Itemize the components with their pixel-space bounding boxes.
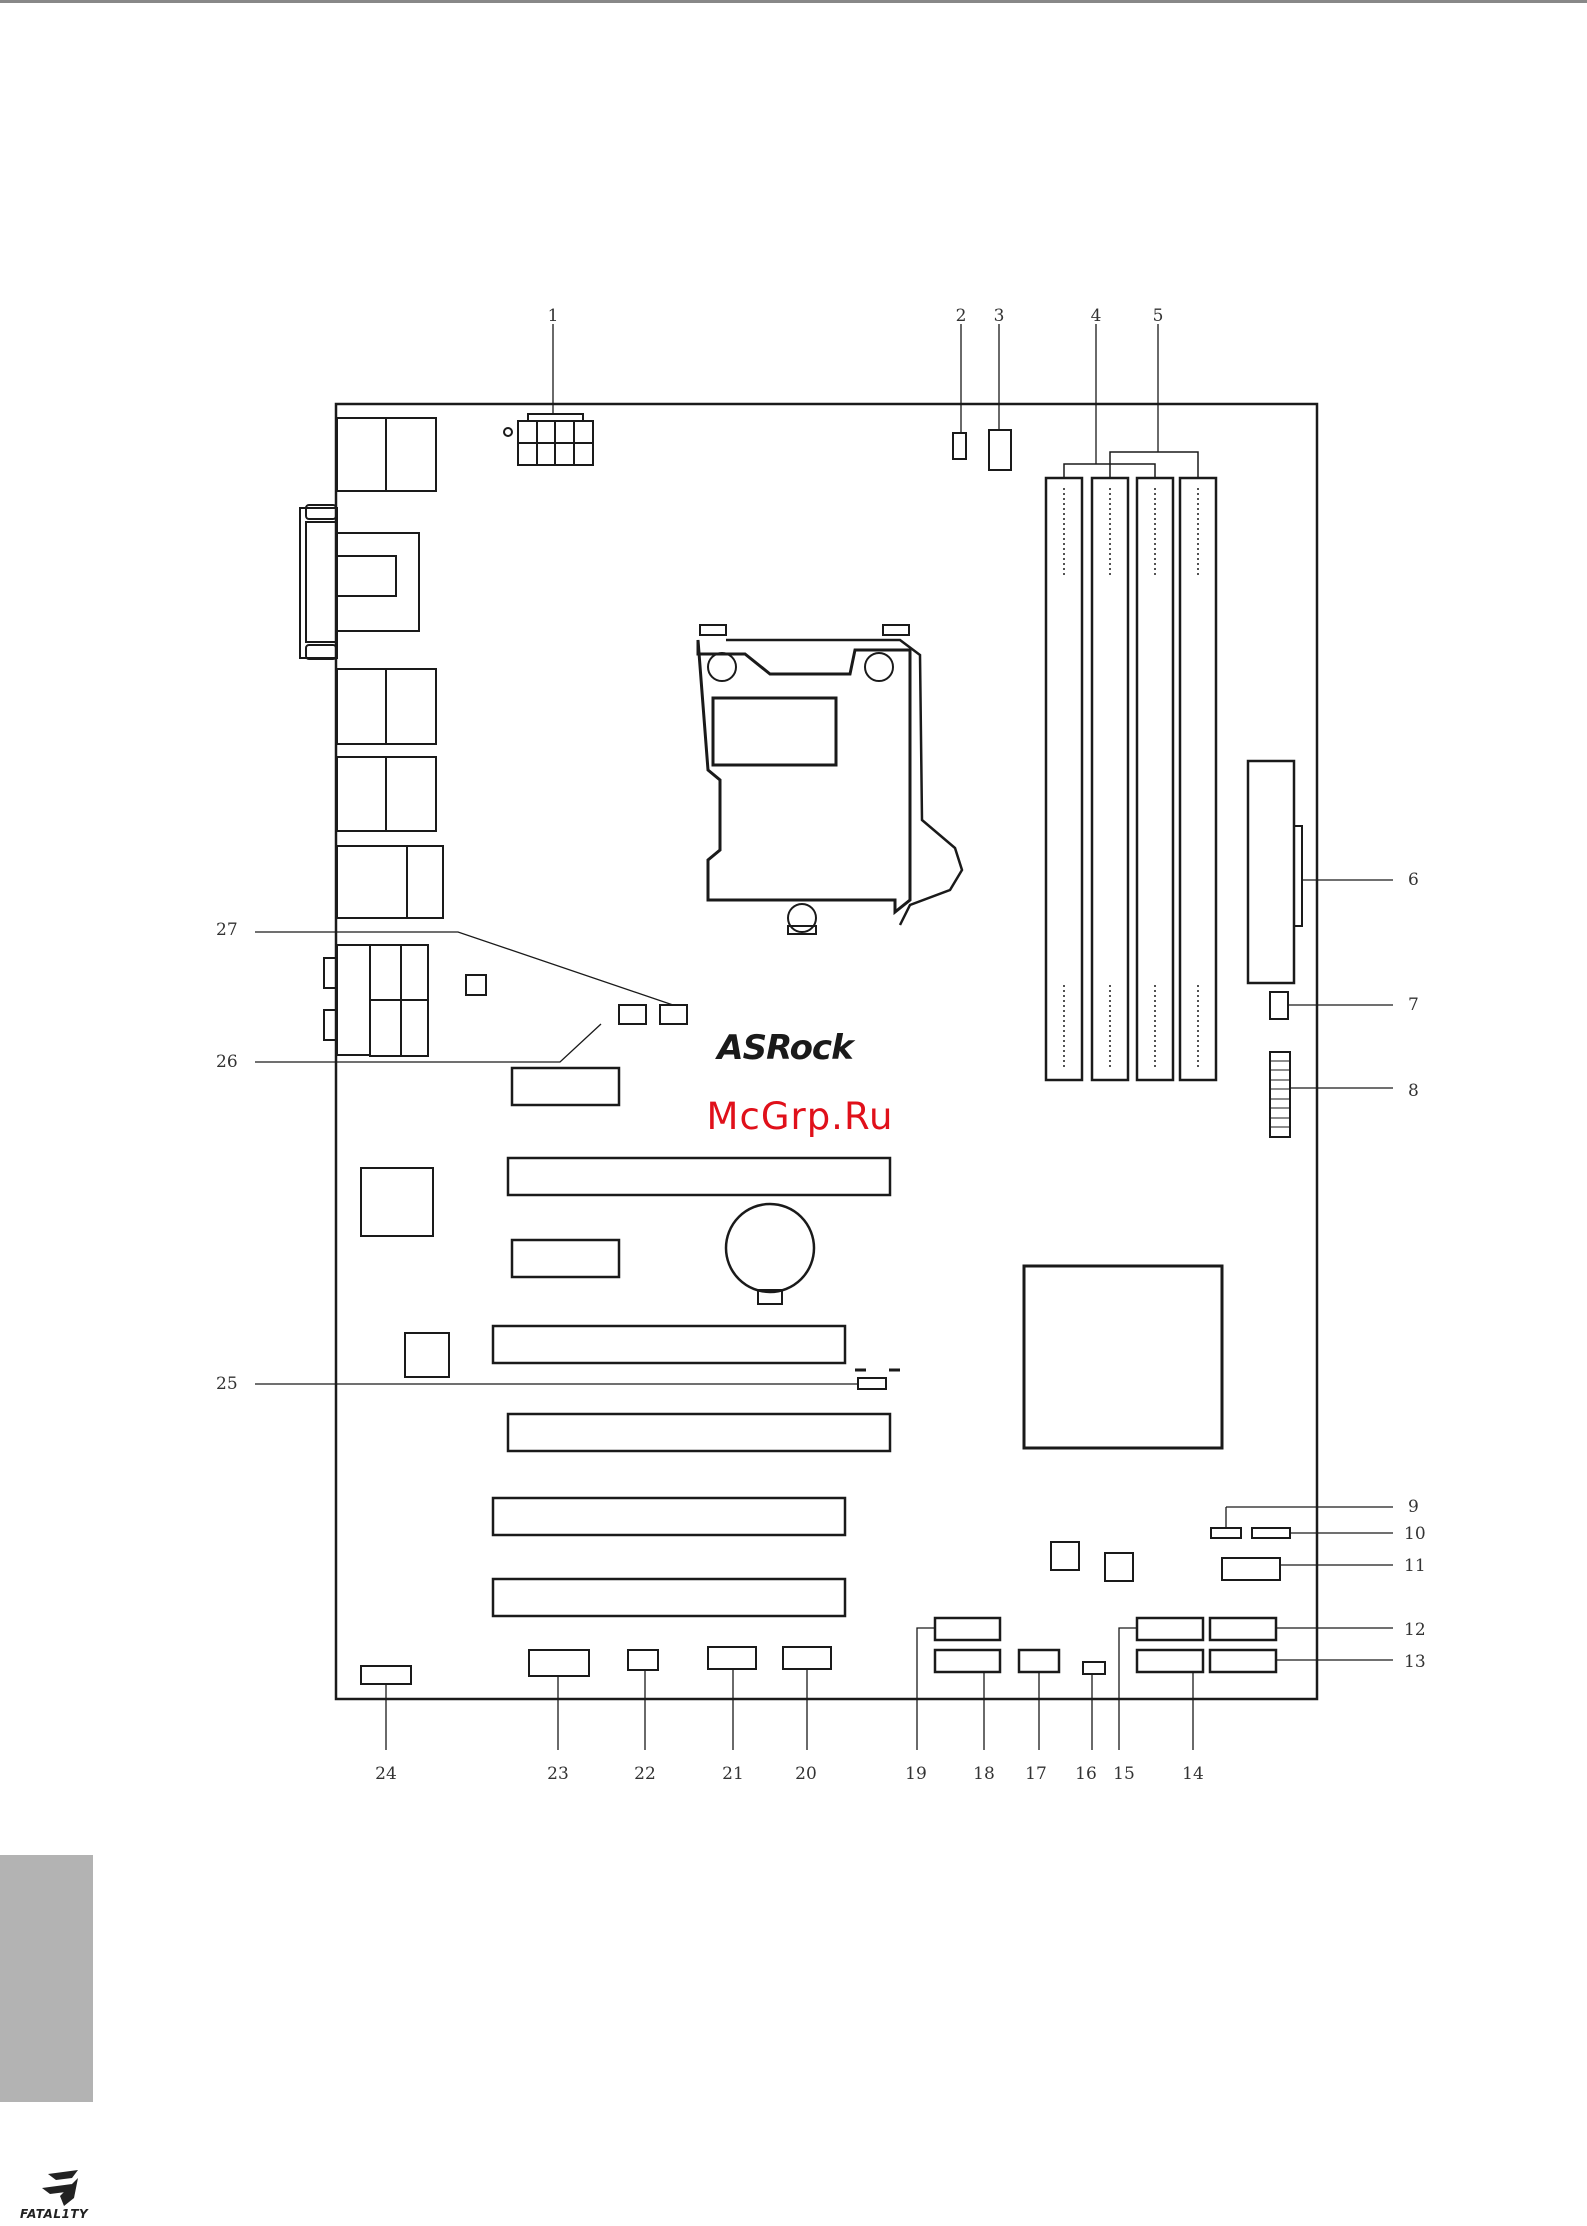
fan-header-17 [1019, 1650, 1059, 1672]
callout-17: 17 [1016, 1764, 1056, 1784]
header-22 [628, 1650, 658, 1670]
atx-12v-connector [504, 414, 593, 465]
callout-4: 4 [1076, 306, 1116, 326]
header-24 [361, 1666, 411, 1684]
clear-cmos-jumper [858, 1378, 886, 1389]
callout-13: 13 [1404, 1652, 1426, 1672]
callout-26: 26 [216, 1052, 238, 1072]
callout-10: 10 [1404, 1524, 1426, 1544]
callout-9: 9 [1408, 1497, 1419, 1517]
callout-11: 11 [1404, 1556, 1426, 1576]
header-23 [529, 1650, 589, 1676]
callout-6: 6 [1408, 870, 1419, 890]
callout-20: 20 [786, 1764, 826, 1784]
rear-io-panel [300, 418, 443, 1056]
cmos-battery [726, 1204, 814, 1292]
callout-27: 27 [216, 920, 238, 940]
chipset [1024, 1266, 1222, 1448]
chassis-fan-header-27 [660, 1005, 687, 1024]
footer-brand-text: FATAL1TY [20, 2207, 88, 2221]
asrock-logo: ASRock [690, 1028, 880, 1068]
callout-21: 21 [713, 1764, 753, 1784]
callout-8: 8 [1408, 1081, 1419, 1101]
dimm-slots [1046, 478, 1216, 1080]
watermark-text: McGrp.Ru [600, 1095, 1000, 1138]
header-9 [1211, 1528, 1241, 1538]
callout-12: 12 [1404, 1620, 1426, 1640]
callout-25: 25 [216, 1374, 238, 1394]
callout-14: 14 [1173, 1764, 1213, 1784]
header-20 [783, 1647, 831, 1669]
usb3-header [1270, 1052, 1290, 1137]
cpu-fan-header-4pin [989, 430, 1011, 470]
callout-7: 7 [1408, 995, 1419, 1015]
atx-power-connector [1248, 761, 1294, 983]
callout-3: 3 [979, 306, 1019, 326]
callout-2: 2 [941, 306, 981, 326]
cpu-fan-header-3pin [953, 433, 966, 459]
callout-1: 1 [533, 306, 573, 326]
chassis-fan-header [1270, 992, 1288, 1019]
header-10 [1252, 1528, 1290, 1538]
side-tab [0, 1855, 93, 2102]
callout-19: 19 [896, 1764, 936, 1784]
callout-15: 15 [1104, 1764, 1144, 1784]
chassis-fan-header-26 [619, 1005, 646, 1024]
cpu-socket [698, 625, 962, 934]
header-16 [1083, 1662, 1105, 1674]
callout-23: 23 [538, 1764, 578, 1784]
callout-24: 24 [366, 1764, 406, 1784]
header-21 [708, 1647, 756, 1669]
pcie-slots [493, 1068, 890, 1616]
callout-16: 16 [1066, 1764, 1106, 1784]
callout-22: 22 [625, 1764, 665, 1784]
callout-18: 18 [964, 1764, 1004, 1784]
header-11 [1222, 1558, 1280, 1580]
callout-5: 5 [1138, 306, 1178, 326]
